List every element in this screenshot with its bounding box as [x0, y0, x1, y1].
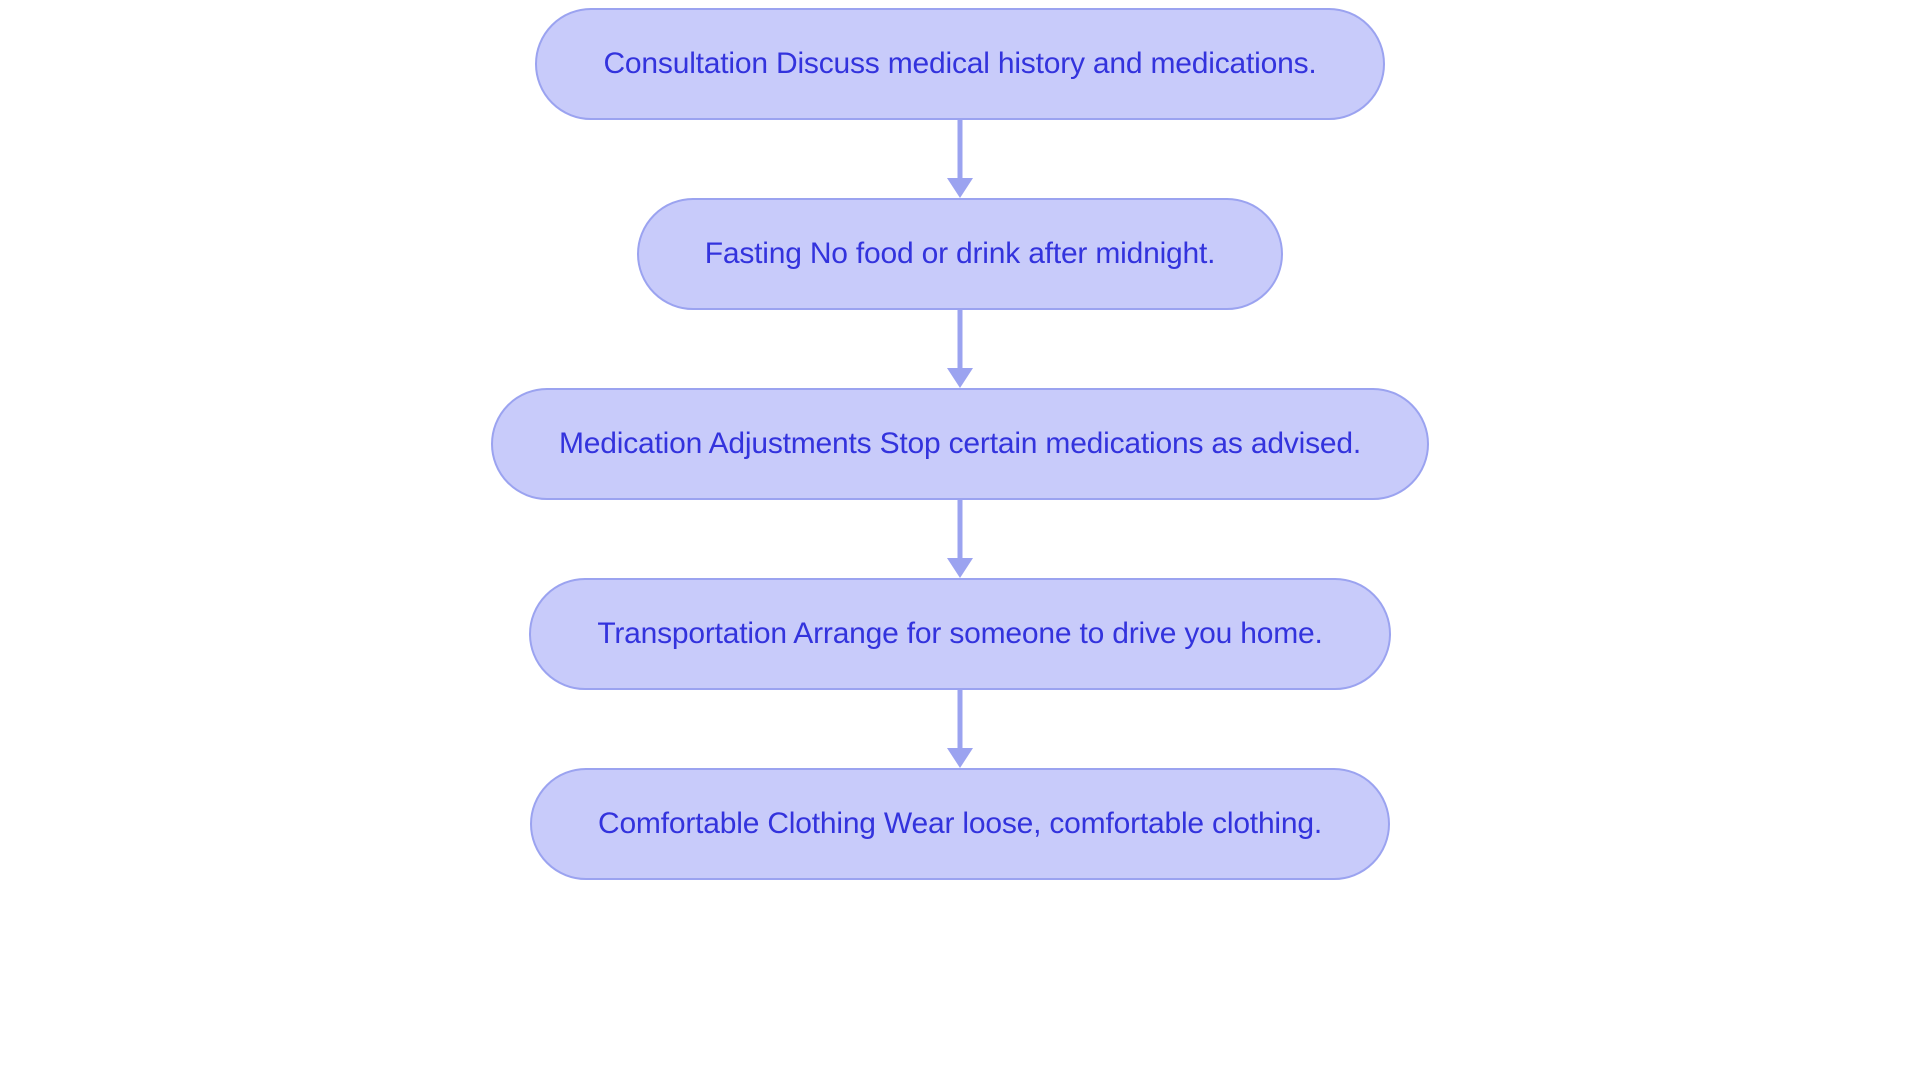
- arrow-head-down-icon: [947, 748, 973, 768]
- arrow-head-down-icon: [947, 178, 973, 198]
- arrow-head-down-icon: [947, 558, 973, 578]
- flowchart-node-label: Transportation Arrange for someone to dr…: [597, 616, 1323, 650]
- arrow-stem: [957, 690, 963, 752]
- arrow-stem: [957, 500, 963, 562]
- flowchart-node-comfortable-clothing[interactable]: Comfortable Clothing Wear loose, comfort…: [529, 768, 1390, 880]
- flowchart-node-label: Fasting No food or drink after midnight.: [704, 236, 1216, 270]
- arrow-stem: [957, 120, 963, 182]
- flowchart-arrow-fasting-to-medication-adjustments: [947, 310, 973, 388]
- flowchart-node-medication-adjustments[interactable]: Medication Adjustments Stop certain medi…: [491, 388, 1429, 500]
- flowchart-arrow-medication-adjustments-to-transportation: [947, 500, 973, 578]
- arrow-head-down-icon: [947, 368, 973, 388]
- flowchart-node-label: Comfortable Clothing Wear loose, comfort…: [597, 806, 1322, 840]
- flowchart-node-fasting[interactable]: Fasting No food or drink after midnight.: [636, 198, 1284, 310]
- flowchart-node-label: Consultation Discuss medical history and…: [603, 46, 1317, 80]
- arrow-stem: [957, 310, 963, 372]
- flowchart-node-consultation[interactable]: Consultation Discuss medical history and…: [535, 8, 1385, 120]
- flowchart-arrow-consultation-to-fasting: [947, 120, 973, 198]
- flowchart-node-transportation[interactable]: Transportation Arrange for someone to dr…: [529, 578, 1391, 690]
- flowchart-node-label: Medication Adjustments Stop certain medi…: [559, 426, 1361, 460]
- flowchart-arrow-transportation-to-comfortable-clothing: [947, 690, 973, 768]
